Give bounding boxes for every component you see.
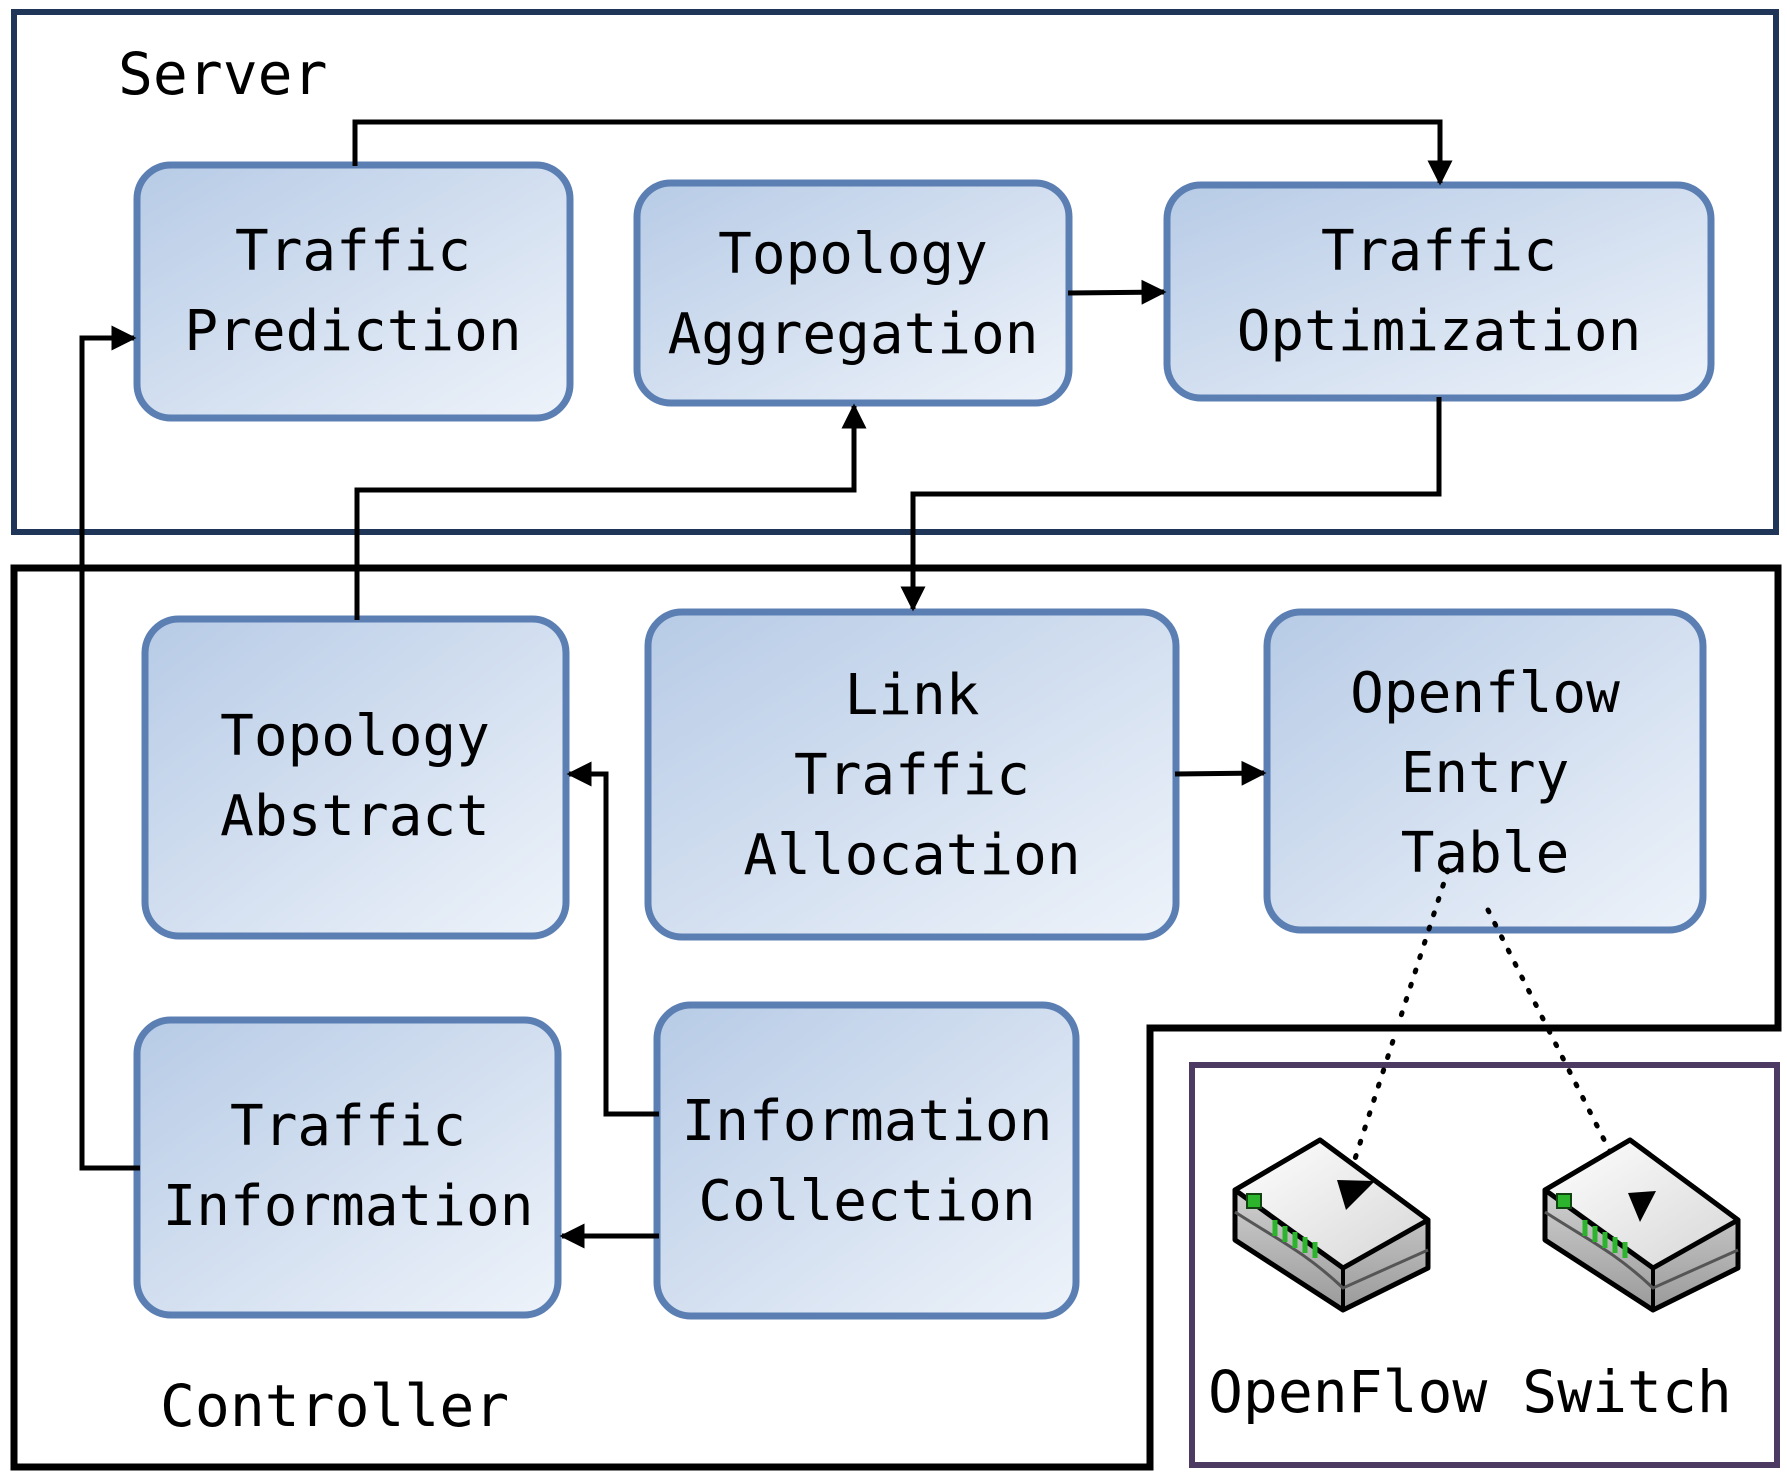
box-line: Optimization [1237,299,1642,364]
controller-label: Controller [160,1372,509,1440]
openflow-switch-icon [1232,1137,1431,1313]
box-line: Traffic [235,219,471,284]
box-line: Topology [718,222,988,287]
box-line: Link [845,663,980,728]
server-region [11,9,1779,535]
traffic-info-to-prediction-arrow [79,325,140,1171]
box-line: Abstract [220,784,490,849]
box-line: Traffic [1321,219,1557,284]
box-line: Openflow [1350,661,1620,726]
box-line: Information [682,1089,1053,1154]
abstract-to-aggregation-arrow [354,403,867,620]
box-line: Topology [220,704,490,769]
aggregation-to-optimization-arrow [1067,279,1167,305]
box-line: Entry [1401,741,1570,806]
openflow-switch-icon [1542,1137,1741,1313]
box-line: Allocation [743,823,1080,888]
box-line: Collection [698,1169,1035,1234]
server-label: Server [118,40,328,108]
optimization-to-allocation-arrow [900,397,1442,612]
box-line: Aggregation [668,302,1039,367]
box-line: Prediction [184,299,521,364]
collection-to-abstract-arrow [566,761,659,1117]
controller-region [10,564,1782,1471]
box-line: Traffic [794,743,1030,808]
allocation-to-entry-table-arrow [1174,760,1267,786]
switch-2-arrowhead [1628,1191,1656,1222]
openflow-switch-region [1189,1062,1780,1468]
prediction-to-optimization-arrow [352,119,1453,186]
openflow-switch-label: OpenFlow Switch [1208,1358,1732,1426]
switch-1-arrowhead [1337,1180,1375,1210]
box-line: Traffic [230,1094,466,1159]
box-line: Table [1401,821,1570,886]
box-line: Information [163,1174,534,1239]
entry-table-to-switch-1-dotted-link [1350,867,1451,1168]
